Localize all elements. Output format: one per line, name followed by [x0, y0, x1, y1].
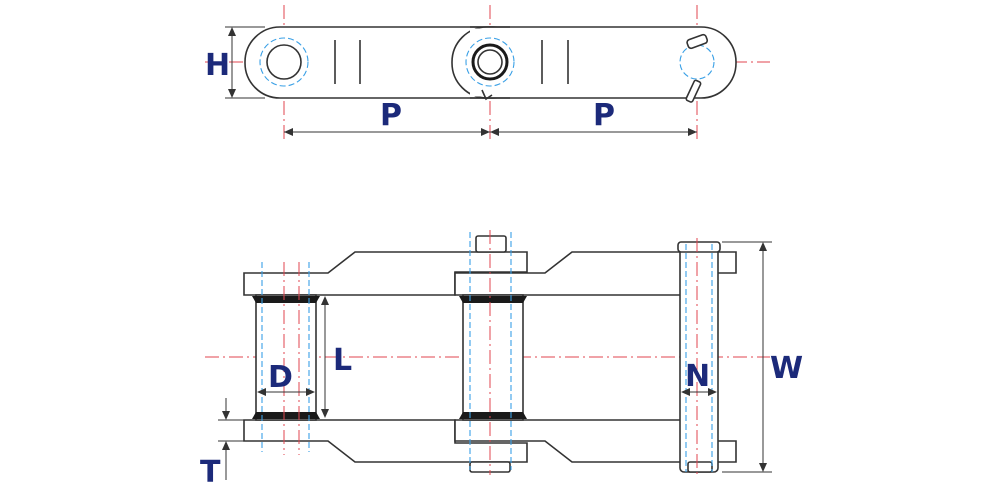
plate-bottom-right — [454, 419, 737, 463]
plate-bottom-left — [243, 419, 528, 463]
plan-view: D L T N — [200, 230, 803, 490]
label-t: T — [200, 455, 221, 490]
barrel-left — [255, 294, 317, 421]
dimension-d: D — [257, 360, 315, 396]
pin-head-top-middle — [475, 235, 507, 253]
cotter-key-middle — [481, 89, 493, 101]
bushing-hidden-middle — [465, 37, 515, 87]
link-plate-right — [451, 26, 737, 99]
dimension-l: L — [321, 296, 352, 418]
label-p-right: P — [593, 98, 615, 133]
seal-top-left — [252, 296, 320, 303]
pin-hidden-right — [679, 44, 715, 80]
label-n: N — [685, 359, 710, 394]
label-d: D — [268, 360, 293, 395]
dimension-t: T — [200, 398, 248, 490]
pin-middle-inner — [477, 49, 503, 75]
label-w: W — [770, 351, 803, 386]
dimension-n: N — [681, 359, 717, 396]
cotter-head-right — [686, 33, 709, 50]
seal-bottom-middle — [459, 412, 527, 419]
pin-hole-left — [266, 44, 302, 80]
barrel-middle — [462, 294, 524, 421]
label-l: L — [333, 343, 352, 378]
dimension-h: H — [205, 26, 265, 99]
dimension-p: P P — [284, 98, 697, 136]
side-view: H P P — [205, 5, 770, 140]
seal-bottom-left — [252, 412, 320, 419]
label-p-left: P — [380, 98, 402, 133]
pin-head-top-right — [677, 241, 721, 253]
label-h: H — [205, 48, 230, 83]
bushing-hidden-left — [259, 37, 309, 87]
dimension-w: W — [722, 241, 803, 473]
seal-top-middle — [459, 296, 527, 303]
cotter-leg-right — [685, 79, 702, 103]
cotter-bottom-right — [687, 461, 713, 473]
